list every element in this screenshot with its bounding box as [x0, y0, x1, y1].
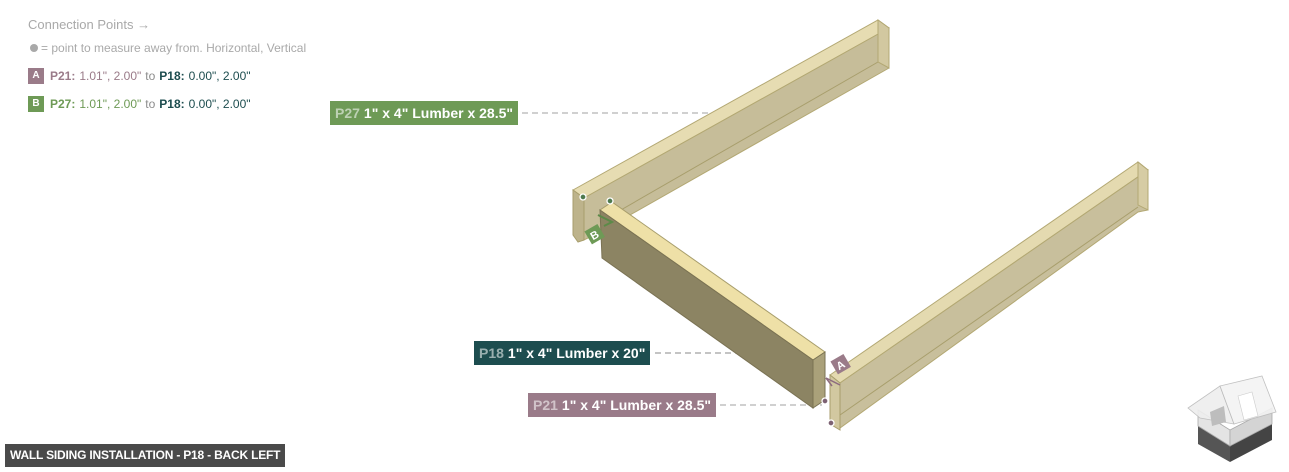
- part-p18-board[interactable]: [599, 201, 826, 409]
- part-id: P21: [533, 397, 558, 413]
- connection-to-value: 0.00", 2.00": [188, 69, 251, 83]
- connection-to-word: to: [145, 97, 156, 111]
- legend-note: = point to measure away from. Horizontal…: [30, 41, 306, 55]
- connection-badge-b: B: [28, 96, 44, 112]
- connection-marker-a[interactable]: A: [825, 353, 851, 387]
- connection-marker-b[interactable]: B: [584, 214, 615, 245]
- legend-note-text: = point to measure away from. Horizontal…: [41, 41, 307, 55]
- connection-row-b: B P27: 1.01", 2.00" to P18: 0.00", 2.00": [28, 96, 306, 112]
- legend-title: Connection Points →: [28, 17, 151, 32]
- measure-point-dot-icon: [30, 44, 38, 52]
- part-id: P27: [335, 105, 360, 121]
- connection-from-value: 1.01", 2.00": [79, 69, 142, 83]
- connection-badge-a: A: [28, 68, 44, 84]
- connection-to-word: to: [145, 69, 156, 83]
- part-desc: 1" x 4" Lumber x 20": [507, 345, 646, 361]
- measure-point-p18-a[interactable]: [821, 397, 829, 405]
- part-p27-board[interactable]: [572, 19, 890, 243]
- connection-row-a: A P21: 1.01", 2.00" to P18: 0.00", 2.00": [28, 68, 306, 84]
- part-id: P18: [479, 345, 504, 361]
- connection-to-value: 0.00", 2.00": [188, 97, 251, 111]
- part-desc: 1" x 4" Lumber x 28.5": [363, 105, 514, 121]
- measure-point-p27[interactable]: [579, 193, 587, 201]
- part-p21-board[interactable]: [829, 160, 1149, 431]
- connection-to-part: P18:: [159, 97, 185, 111]
- house-3d-view-icon[interactable]: [1180, 366, 1280, 466]
- measure-point-p18-b[interactable]: [606, 197, 614, 205]
- step-title: WALL SIDING INSTALLATION - P18 - BACK LE…: [5, 444, 286, 467]
- connection-from-part: P21:: [50, 69, 76, 83]
- connection-from-value: 1.01", 2.00": [79, 97, 142, 111]
- measure-point-p21[interactable]: [827, 419, 835, 427]
- part-desc: 1" x 4" Lumber x 28.5": [561, 397, 712, 413]
- connection-from-part: P27:: [50, 97, 76, 111]
- connection-points-legend: Connection Points → = point to measure a…: [28, 17, 306, 124]
- connection-to-part: P18:: [159, 69, 185, 83]
